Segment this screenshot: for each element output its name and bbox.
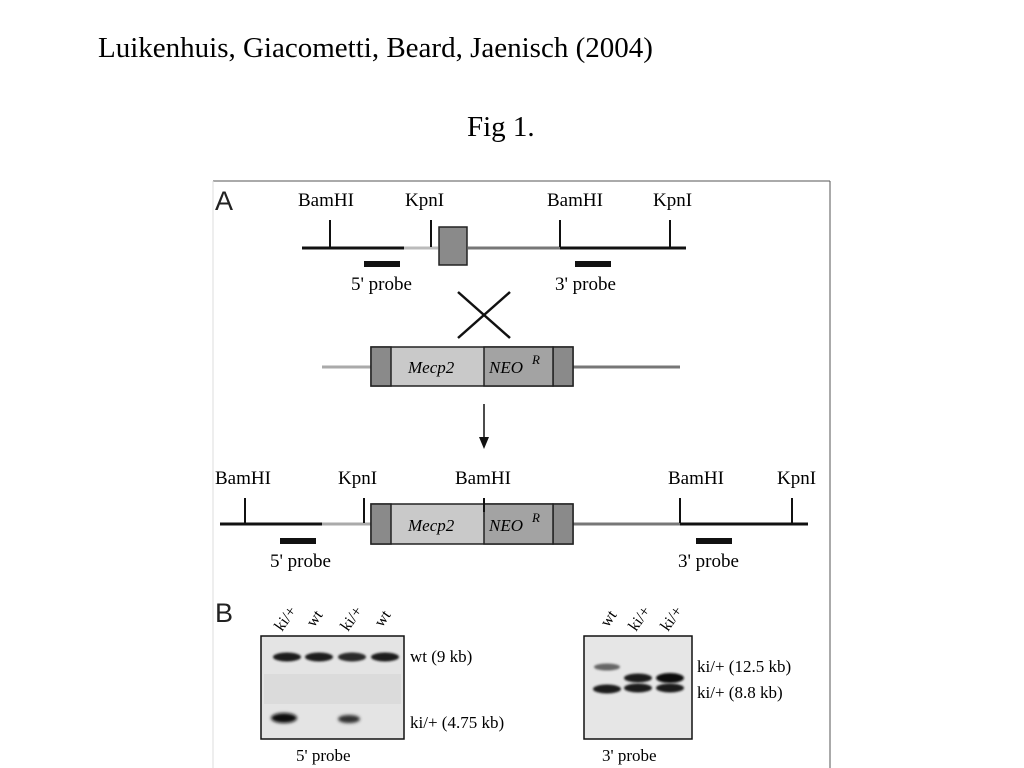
site-label: BamHI [547, 190, 603, 211]
mecp2-label: Mecp2 [407, 516, 455, 535]
probe-label: 3' probe [678, 551, 739, 572]
panel-a-label: A [215, 186, 233, 216]
probe-bar [364, 261, 400, 267]
lane-label: wt [371, 607, 394, 630]
neo-superscript: R [531, 510, 540, 525]
neo-label: NEO [488, 358, 523, 377]
neo-superscript: R [531, 352, 540, 367]
site-label: KpnI [405, 190, 444, 211]
probe-bar [696, 538, 732, 544]
panel-b-label: B [215, 598, 233, 628]
blot-3-probe: wt ki/+ ki/+ ki/+ (12.5 kb) ki/+ (8.8 kb… [583, 603, 791, 765]
targeting-construct: Mecp2 NEO R [322, 346, 680, 387]
probe-bar [280, 538, 316, 544]
blot-band [656, 673, 684, 683]
neo-label: NEO [488, 516, 523, 535]
band-label: ki/+ (8.8 kb) [697, 683, 783, 702]
blot-caption: 3' probe [602, 746, 657, 765]
blot-caption: 5' probe [296, 746, 351, 765]
site-label: BamHI [215, 468, 271, 489]
blot-band [624, 673, 652, 683]
site-label: KpnI [338, 468, 377, 489]
blot-band [271, 713, 297, 723]
arrow-down-icon [479, 404, 489, 449]
figure-panel: A BamHI KpnI BamHI KpnI 5' probe 3' prob… [212, 180, 831, 768]
site-label: BamHI [298, 190, 354, 211]
band-label: ki/+ (12.5 kb) [697, 657, 791, 676]
blot-band [594, 663, 620, 671]
site-label: KpnI [777, 468, 816, 489]
lane-label: wt [597, 607, 620, 630]
blot-band [338, 715, 360, 723]
figure-number: Fig 1. [467, 111, 535, 143]
band-label: wt (9 kb) [410, 647, 472, 666]
probe-label: 5' probe [351, 274, 412, 295]
probe-label: 5' probe [270, 551, 331, 572]
site-label: KpnI [653, 190, 692, 211]
probe-label: 3' probe [555, 274, 616, 295]
exon-box [438, 226, 468, 266]
probe-bar [575, 261, 611, 267]
mecp2-label: Mecp2 [407, 358, 455, 377]
lane-label: ki/+ [337, 603, 366, 634]
site-label: BamHI [668, 468, 724, 489]
slide-title: Luikenhuis, Giacometti, Beard, Jaenisch … [98, 32, 653, 64]
lane-label: ki/+ [657, 603, 686, 634]
blot-band [371, 652, 399, 662]
blot-band [656, 683, 684, 693]
band-label: ki/+ (4.75 kb) [410, 713, 504, 732]
blot-5-probe: ki/+ wt ki/+ wt wt (9 kb) ki/+ (4.75 kb)… [260, 603, 504, 765]
blot-band [305, 652, 333, 662]
blot-band [338, 652, 366, 662]
recombination-cross [457, 291, 511, 339]
blot-band [624, 683, 652, 693]
blot-band [593, 684, 621, 694]
ki-locus: BamHI KpnI BamHI BamHI KpnI Mecp2 NEO R … [215, 468, 816, 572]
blot-band [273, 652, 301, 662]
lane-label: ki/+ [625, 603, 654, 634]
lane-label: wt [303, 607, 326, 630]
site-label: BamHI [455, 468, 511, 489]
lane-label: ki/+ [271, 603, 300, 634]
wt-locus: BamHI KpnI BamHI KpnI 5' probe 3' probe [298, 190, 692, 295]
